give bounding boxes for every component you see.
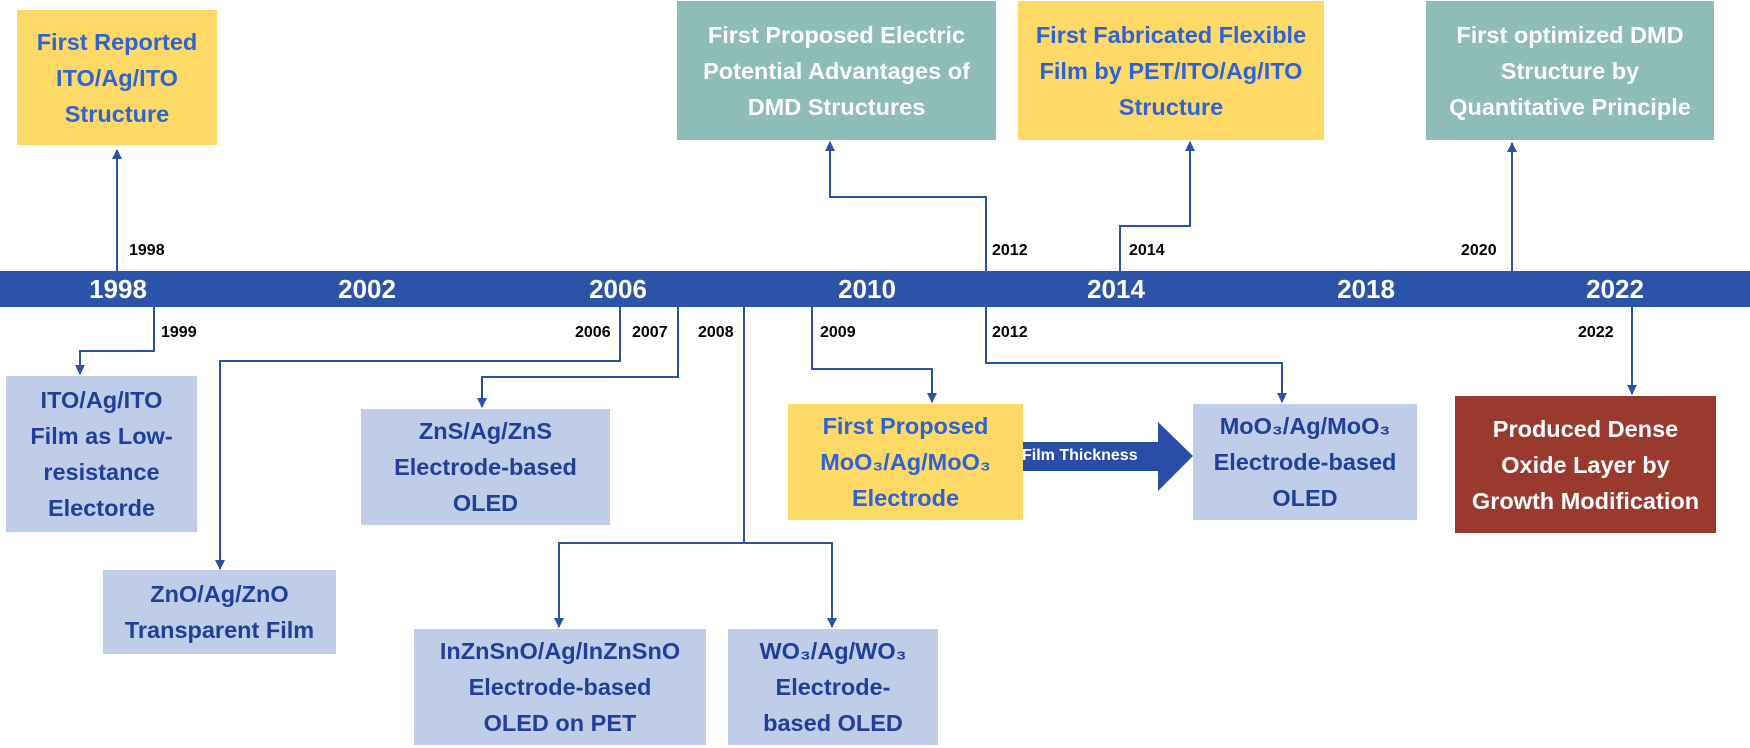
event-year-2022: 2022	[1578, 324, 1614, 341]
box-line: Film as Low-	[30, 423, 173, 449]
box-line: Produced Dense	[1492, 415, 1679, 442]
event-year-2007: 2007	[632, 324, 668, 341]
event-year-2008: 2008	[698, 324, 734, 341]
box-line: Electrode-based	[394, 454, 577, 480]
box-ito-film-low-resistance: ITO/Ag/ITO Film as Low- resistance Elect…	[6, 376, 197, 532]
connector-2012-electric-potential	[825, 141, 987, 271]
box-line: First Reported	[36, 28, 198, 55]
connector-1999-ito-film	[75, 307, 155, 375]
box-line: First Proposed Electric	[707, 21, 966, 48]
box-first-fabricated-flexible-film: First Fabricated Flexible Film by PET/IT…	[1018, 1, 1324, 140]
box-line: Quantitative Principle	[1449, 93, 1691, 120]
box-line: resistance	[43, 459, 160, 485]
event-year-2012-bottom: 2012	[992, 324, 1028, 341]
box-line: Electrode-based	[1213, 449, 1397, 475]
box-line: ZnO/Ag/ZnO	[150, 581, 289, 607]
band-year-2010: 2010	[838, 274, 896, 304]
connector-2014-flexible-film	[1119, 141, 1195, 271]
box-line: WO₃/Ag/WO₃	[759, 638, 907, 664]
band-year-2006: 2006	[589, 274, 647, 304]
box-moo3-oled: MoO₃/Ag/MoO₃ Electrode-based OLED	[1193, 404, 1417, 520]
timeline-band	[0, 271, 1750, 307]
event-year-2009: 2009	[820, 324, 856, 341]
box-line: Transparent Film	[124, 617, 315, 643]
event-year-2020: 2020	[1461, 242, 1497, 259]
box-line: Potential Advantages of	[703, 57, 970, 84]
box-line: ZnS/Ag/ZnS	[418, 418, 553, 444]
box-first-reported-ito: First Reported ITO/Ag/ITO Structure	[17, 10, 217, 145]
box-line: MoO₃/Ag/MoO₃	[820, 449, 991, 475]
band-year-1998: 1998	[89, 274, 147, 304]
box-first-optimized-dmd: First optimized DMD Structure by Quantit…	[1426, 1, 1714, 140]
film-thickness-arrow	[1022, 422, 1193, 491]
box-line: Growth Modification	[1471, 487, 1700, 514]
box-line: ITO/Ag/ITO	[56, 64, 178, 91]
band-year-2014: 2014	[1087, 274, 1145, 304]
box-line: Structure by	[1500, 57, 1640, 84]
box-line: ITO/Ag/ITO	[40, 387, 163, 413]
connector-2007-zns	[477, 307, 679, 408]
box-line: OLED	[1272, 485, 1338, 511]
box-line: based OLED	[763, 710, 903, 736]
box-line: InZnSnO/Ag/InZnSnO	[439, 638, 681, 664]
box-first-proposed-electric-potential: First Proposed Electric Potential Advant…	[677, 1, 996, 140]
event-year-2012-top: 2012	[992, 242, 1028, 259]
box-wo3-oled: WO₃/Ag/WO₃ Electrode- based OLED	[728, 629, 938, 745]
connector-2012-moo3-oled	[985, 307, 1287, 403]
box-inznsno-oled-pet: InZnSnO/Ag/InZnSnO Electrode-based OLED …	[414, 629, 706, 745]
event-year-2006: 2006	[575, 324, 611, 341]
connector-2008-inznsno	[554, 542, 744, 628]
event-year-1999: 1999	[161, 324, 197, 341]
event-year-1998: 1998	[129, 242, 165, 259]
box-line: Electrode-based	[468, 674, 652, 700]
box-line: Electrode	[851, 485, 960, 511]
box-line: Electorde	[47, 495, 156, 521]
box-first-proposed-moo3-electrode: First Proposed MoO₃/Ag/MoO₃ Electrode	[788, 404, 1023, 520]
box-line: Film by PET/ITO/Ag/ITO	[1039, 57, 1303, 84]
box-line: Structure	[64, 100, 170, 127]
band-year-2022: 2022	[1586, 274, 1644, 304]
box-line: DMD Structures	[747, 93, 926, 120]
box-dense-oxide-layer: Produced Dense Oxide Layer by Growth Mod…	[1455, 396, 1716, 533]
box-line: Structure	[1118, 93, 1224, 120]
box-zns-oled: ZnS/Ag/ZnS Electrode-based OLED	[361, 409, 610, 525]
band-year-2002: 2002	[338, 274, 396, 304]
box-line: OLED	[452, 490, 519, 516]
film-thickness-label: Film Thickness	[1022, 447, 1138, 464]
band-year-2018: 2018	[1337, 274, 1395, 304]
box-line: Electrode-	[775, 674, 891, 700]
box-line: First Proposed	[822, 413, 989, 439]
event-year-2014: 2014	[1129, 242, 1165, 259]
connector-2008-wo3	[744, 542, 837, 628]
box-line: MoO₃/Ag/MoO₃	[1219, 413, 1391, 439]
box-line: Oxide Layer by	[1501, 451, 1670, 478]
connector-2009-moo3-proposed	[811, 307, 937, 403]
box-line: OLED on PET	[483, 710, 637, 736]
box-line: First optimized DMD	[1456, 21, 1684, 48]
box-line: First Fabricated Flexible	[1035, 21, 1307, 48]
connector-2006-zno	[215, 307, 621, 570]
box-zno-transparent-film: ZnO/Ag/ZnO Transparent Film	[103, 570, 336, 654]
